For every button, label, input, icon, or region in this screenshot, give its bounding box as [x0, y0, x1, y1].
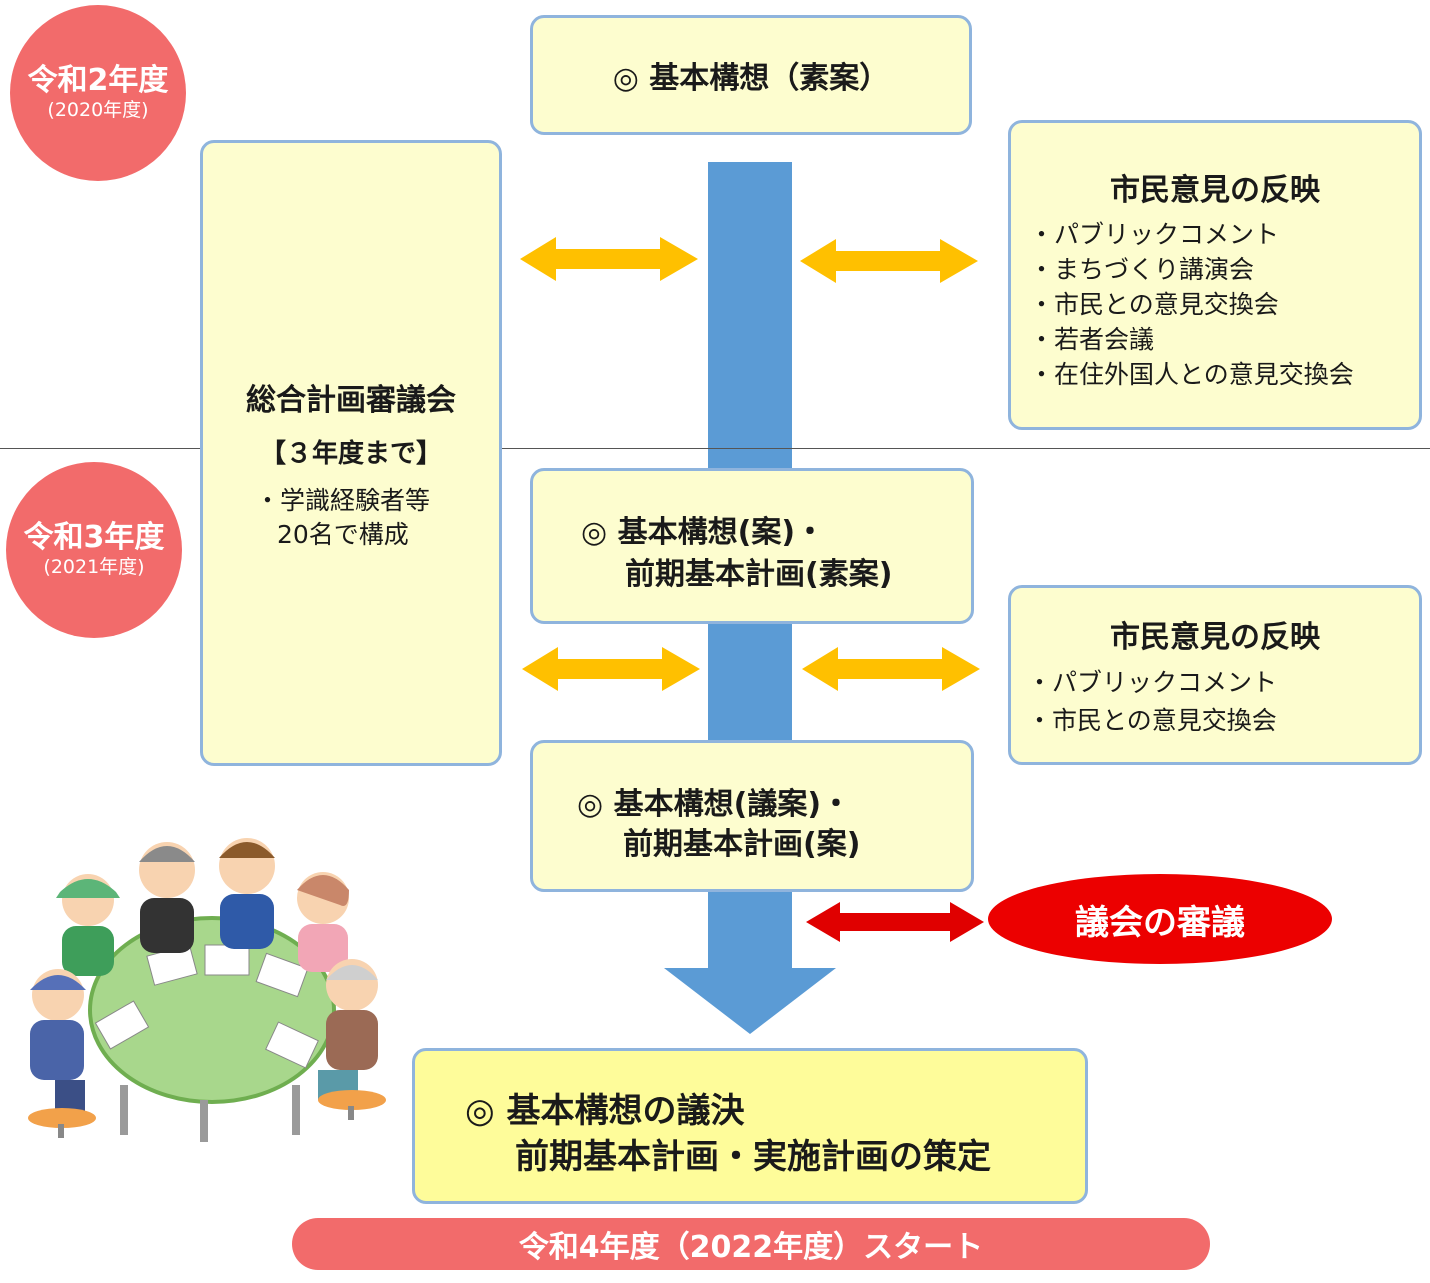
opinion-top-item: ・若者会議	[1029, 325, 1155, 354]
year-label-r2: 令和2年度	[27, 63, 169, 99]
arrow-assembly	[806, 902, 984, 942]
meeting-illustration	[28, 838, 386, 1142]
year-circle-r2: 令和2年度 (2020年度)	[10, 5, 186, 181]
opinion-box-top: 市民意見の反映 ・パブリックコメント ・まちづくり講演会 ・市民との意見交換会 …	[1008, 120, 1422, 430]
council-members-line2: 20名で構成	[277, 520, 409, 549]
opinion-bottom-item: ・パブリックコメント	[1027, 668, 1278, 697]
year-sublabel-r2: (2020年度)	[47, 98, 149, 121]
opinion-bottom-item: ・市民との意見交換会	[1027, 706, 1277, 735]
start-label: 令和4年度（2022年度）スタート	[518, 1230, 984, 1265]
council-members-line1: ・学識経験者等	[255, 486, 431, 515]
opinion-box-bottom: 市民意見の反映 ・パブリックコメント ・市民との意見交換会	[1008, 585, 1422, 765]
opinion-bottom-list: ・パブリックコメント ・市民との意見交換会	[1027, 664, 1277, 740]
start-banner: 令和4年度（2022年度）スタート	[292, 1218, 1210, 1270]
step-plan-draft: ◎ 基本構想(案)・ 前期基本計画(素案)	[530, 468, 974, 624]
step-final-line2: 前期基本計画・実施計画の策定	[515, 1137, 991, 1177]
council-box: 総合計画審議会 【３年度まで】 ・学識経験者等 20名で構成	[200, 140, 502, 766]
arrow-opinion-upper	[800, 239, 978, 283]
step-bill-line2: 前期基本計画(案)	[623, 827, 861, 862]
step-final: ◎ 基本構想の議決 前期基本計画・実施計画の策定	[412, 1048, 1088, 1204]
step-draft-outline: ◎ 基本構想（素案）	[530, 15, 972, 135]
assembly-label: 議会の審議	[1075, 902, 1245, 943]
step-draft-outline-label: ◎ 基本構想（素案）	[612, 61, 890, 96]
opinion-top-title: 市民意見の反映	[1110, 173, 1320, 208]
step-plan-line1: ◎ 基本構想(案)・	[581, 515, 826, 550]
opinion-top-item: ・まちづくり講演会	[1029, 255, 1255, 284]
step-plan-line2: 前期基本計画(素案)	[625, 557, 893, 592]
opinion-top-list: ・パブリックコメント ・まちづくり講演会 ・市民との意見交換会 ・若者会議 ・在…	[1029, 217, 1354, 392]
arrow-council-upper	[520, 237, 698, 281]
step-final-line1: ◎ 基本構想の議決	[465, 1091, 745, 1131]
opinion-bottom-title: 市民意見の反映	[1110, 620, 1320, 655]
year-divider	[0, 448, 1430, 449]
council-period: 【３年度まで】	[259, 439, 442, 469]
council-title: 総合計画審議会	[246, 383, 456, 418]
step-bill-line1: ◎ 基本構想(議案)・	[577, 787, 852, 822]
opinion-top-item: ・市民との意見交換会	[1029, 290, 1279, 319]
opinion-top-item: ・パブリックコメント	[1029, 220, 1280, 249]
opinion-top-item: ・在住外国人との意見交換会	[1029, 360, 1354, 389]
year-circle-r3: 令和3年度 (2021年度)	[6, 462, 182, 638]
arrow-opinion-lower	[802, 647, 980, 691]
year-label-r3: 令和3年度	[23, 520, 165, 556]
step-bill: ◎ 基本構想(議案)・ 前期基本計画(案)	[530, 740, 974, 892]
year-sublabel-r3: (2021年度)	[43, 555, 145, 578]
arrow-council-lower	[522, 647, 700, 691]
assembly-deliberation: 議会の審議	[988, 874, 1332, 964]
